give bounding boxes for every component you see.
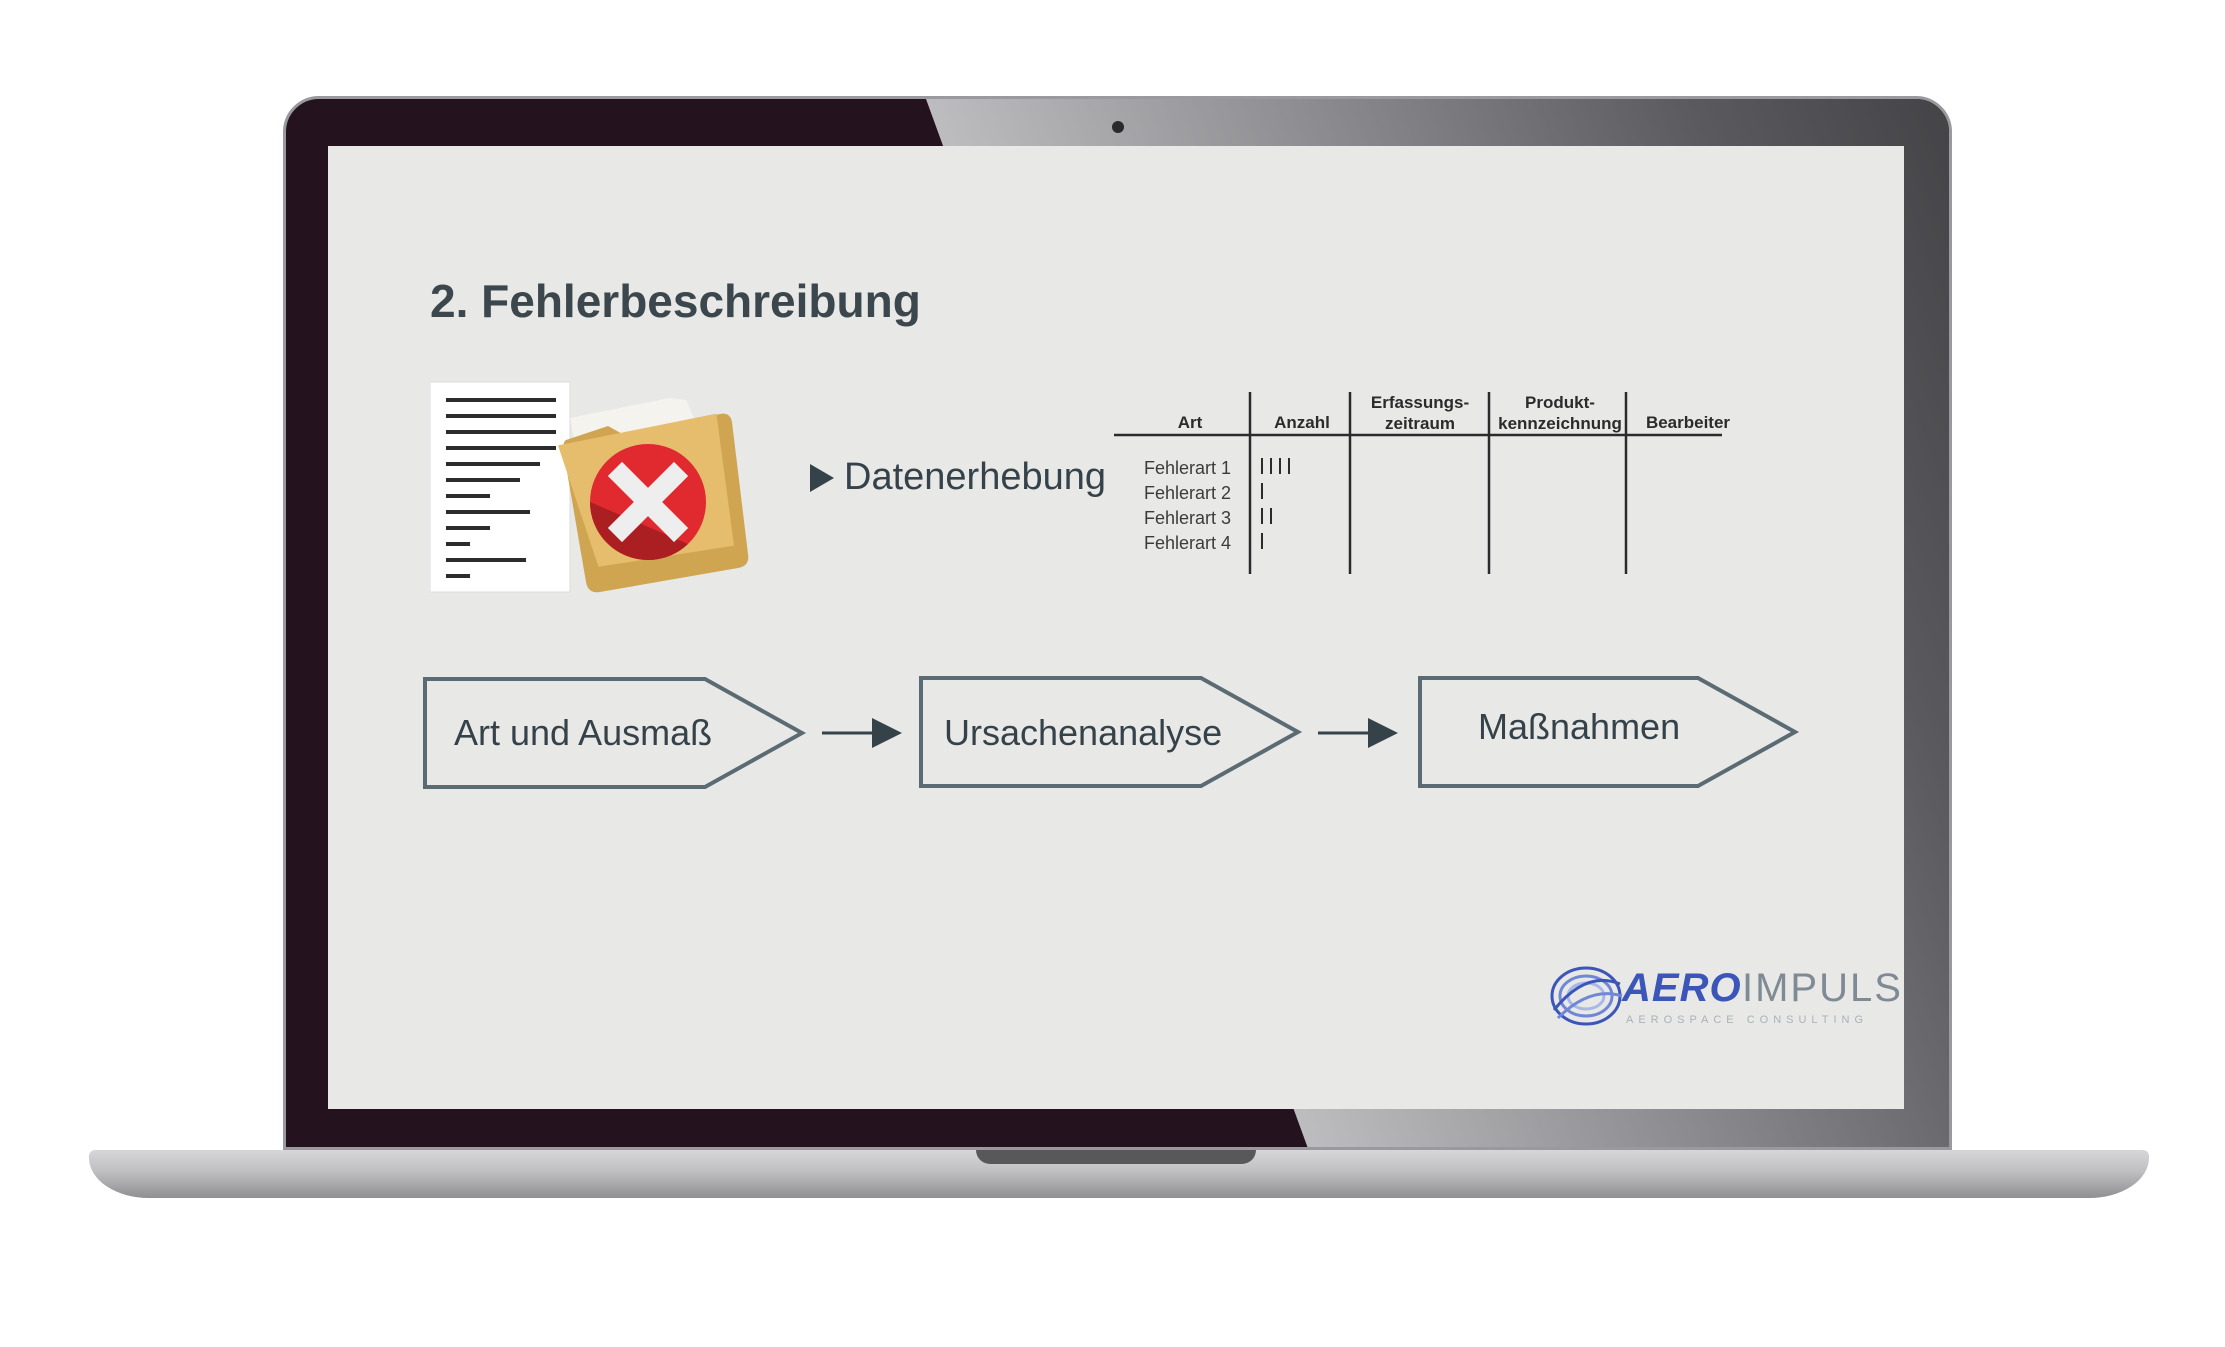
table-header-kennzeichnung: kennzeichnung xyxy=(1498,414,1622,433)
tally-marks xyxy=(1261,458,1290,549)
camera-icon xyxy=(1112,121,1124,133)
flow-step-ursachenanalyse: Ursachenanalyse xyxy=(944,712,1223,753)
document-icon xyxy=(430,381,571,593)
table-lines xyxy=(1114,392,1722,574)
table-header-erfassungs: Erfassungs- xyxy=(1371,393,1469,412)
datenerhebung-text: Datenerhebung xyxy=(844,456,1106,498)
table-header-bearbeiter: Bearbeiter xyxy=(1646,413,1730,432)
table-header-produkt: Produkt- xyxy=(1525,393,1595,412)
table-row-art: Fehlerart 2 xyxy=(1144,483,1231,503)
flow-step-box xyxy=(919,676,1303,788)
folder-error-icon xyxy=(558,398,749,593)
flow-step-massnahmen: Maßnahmen xyxy=(1478,706,1681,747)
document-folder-illustration xyxy=(430,381,749,593)
flow-step-art-und-ausmass: Art und Ausmaß xyxy=(454,712,713,753)
flow-step-box xyxy=(1418,676,1800,788)
aeroimpulse-logo: AERO IMPULSE AEROSPACE CONSULTING xyxy=(1546,960,1904,1036)
logo-subtitle: AEROSPACE CONSULTING xyxy=(1626,1014,1869,1026)
table-header-zeitraum: zeitraum xyxy=(1385,414,1455,433)
flow-step-box xyxy=(423,677,807,789)
logo-swirl-icon xyxy=(1550,966,1623,1026)
table-header-anzahl: Anzahl xyxy=(1274,413,1330,432)
laptop-notch xyxy=(976,1150,1256,1164)
play-icon xyxy=(810,463,834,492)
table-row-art: Fehlerart 4 xyxy=(1144,533,1231,553)
logo-impulse-text: IMPULSE xyxy=(1742,966,1904,1010)
data-collection-table: Art Anzahl Erfassungs- zeitraum Produkt-… xyxy=(1114,392,1730,574)
slide-title: 2. Fehlerbeschreibung xyxy=(430,275,921,327)
process-flow xyxy=(423,676,1800,789)
slide-screen: 2. Fehlerbeschreibung xyxy=(328,146,1904,1109)
table-row-art: Fehlerart 1 xyxy=(1144,458,1231,478)
datenerhebung-label: Datenerhebung xyxy=(810,456,1106,499)
table-row-art: Fehlerart 3 xyxy=(1144,508,1231,528)
logo-aero-text: AERO xyxy=(1622,966,1742,1010)
table-header-art: Art xyxy=(1178,413,1203,432)
